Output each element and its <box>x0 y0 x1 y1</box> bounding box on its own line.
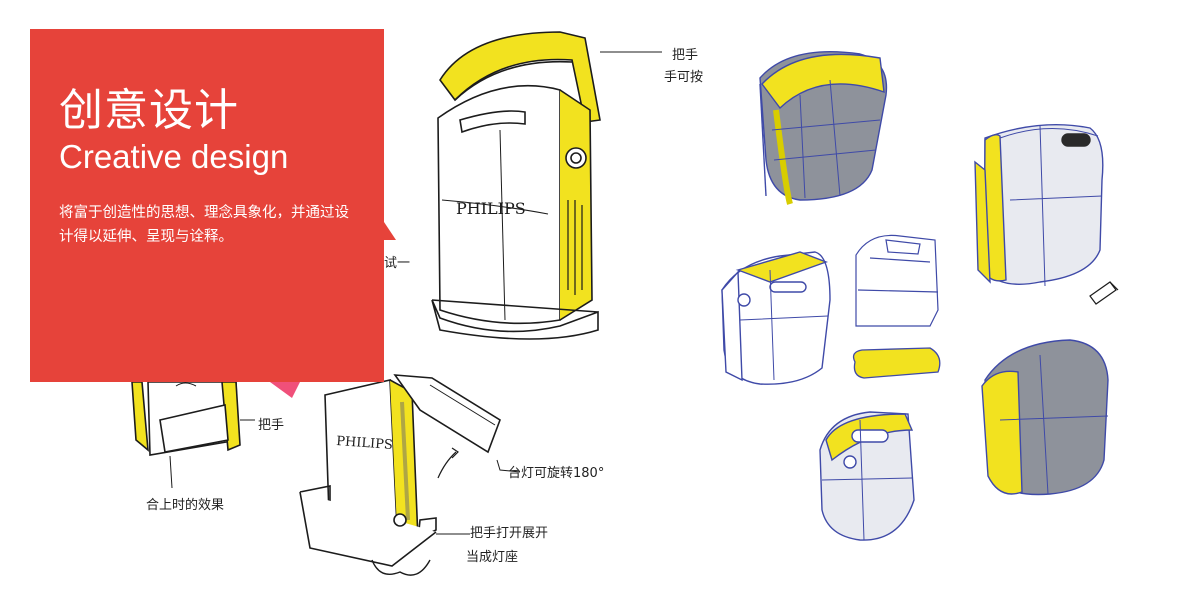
note-handle-top-2: 手可按 <box>664 70 704 85</box>
panel-title-en: Creative design <box>59 138 289 175</box>
purifier-sketch-lamp <box>299 374 521 576</box>
render-usb <box>1089 281 1119 305</box>
arrow-mark <box>270 382 300 398</box>
render-middle-left <box>721 251 831 385</box>
purifier-sketch-closed <box>131 381 255 489</box>
note-partial: 试一 <box>384 256 411 271</box>
brand-label-lamp: PHILIPS <box>336 434 394 453</box>
panel-title-cn: 创意设计 <box>59 85 239 136</box>
note-handle-open-1: 把手打开展开 <box>470 526 549 541</box>
render-middle-sketch <box>855 234 939 327</box>
brand-label-main: PHILIPS <box>456 199 526 218</box>
render-top-left <box>759 51 888 205</box>
render-pill <box>852 347 941 379</box>
note-handle-open-2: 当成灯座 <box>466 550 519 565</box>
intro-panel: 创意设计 Creative design 将富于创造性的思想、理念具象化，并通过… <box>30 29 384 382</box>
render-bottom-left <box>819 411 915 541</box>
arrow-mark-top <box>384 222 396 240</box>
render-bottom-right <box>981 339 1109 496</box>
note-closed-effect: 合上时的效果 <box>146 498 225 513</box>
note-handle-top-1: 把手 <box>672 48 699 63</box>
panel-description: 将富于创造性的思想、理念具象化，并通过设计得以延伸、呈现与诠释。 <box>59 205 349 245</box>
note-handle-mid: 把手 <box>258 418 285 433</box>
purifier-sketch-main <box>431 31 662 340</box>
render-top-right <box>974 123 1104 287</box>
note-lamp-rotate: 台灯可旋转180° <box>508 466 605 481</box>
